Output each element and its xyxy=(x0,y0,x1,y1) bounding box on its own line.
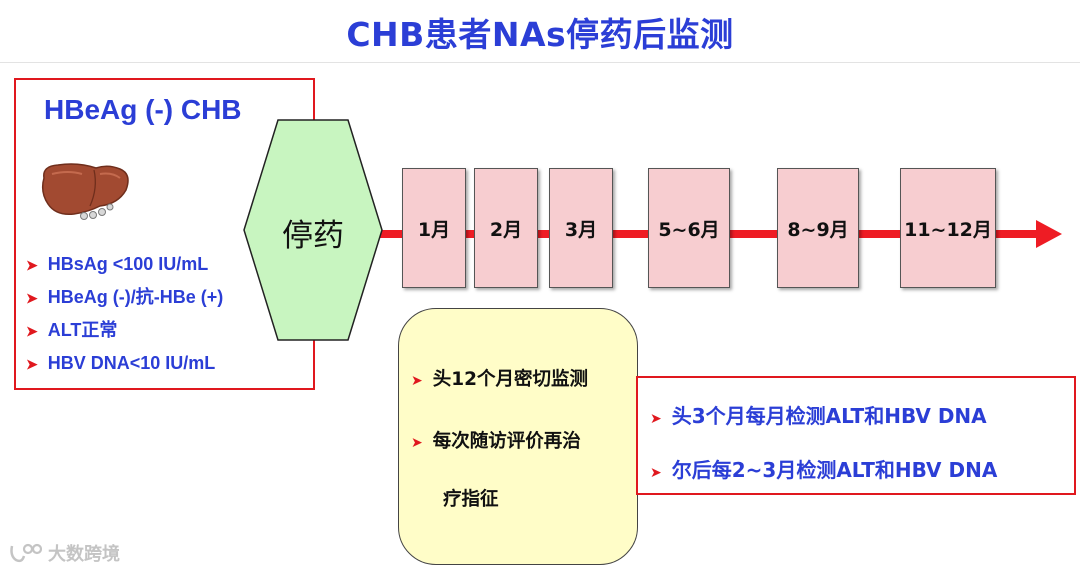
month-box: 8~9月 xyxy=(777,168,859,288)
arrow-bullet-icon: ➤ xyxy=(650,465,662,481)
watermark-logo-icon xyxy=(10,543,42,563)
month-box: 11~12月 xyxy=(900,168,996,288)
criteria-item: ➤ALT正常 xyxy=(26,314,223,347)
criteria-item: ➤HBV DNA<10 IU/mL xyxy=(26,347,223,380)
stop-hexagon xyxy=(243,119,383,341)
page-title: CHB患者NAs停药后监测 xyxy=(346,15,734,54)
watermark-text: 大数跨境 xyxy=(48,544,120,565)
schedule-item: ➤头3个月每月检测ALT和HBV DNA xyxy=(650,404,987,428)
arrow-bullet-icon: ➤ xyxy=(411,373,423,389)
watermark: 大数跨境 xyxy=(8,540,120,566)
month-box: 3月 xyxy=(549,168,613,288)
liver-illustration xyxy=(41,163,129,220)
stop-label: 停药 xyxy=(282,218,344,254)
title-divider xyxy=(0,62,1080,63)
arrow-bullet-icon: ➤ xyxy=(26,290,38,306)
note-item: ➤每次随访评价再治 xyxy=(411,431,581,452)
criteria-item: ➤HBeAg (-)/抗-HBe (+) xyxy=(26,281,223,314)
test-schedule-panel: ➤头3个月每月检测ALT和HBV DNA ➤尔后每2~3月检测ALT和HBV D… xyxy=(636,376,1076,495)
schedule-item: ➤尔后每2~3月检测ALT和HBV DNA xyxy=(650,458,998,482)
arrow-bullet-icon: ➤ xyxy=(26,356,38,372)
arrow-bullet-icon: ➤ xyxy=(650,411,662,427)
criteria-list: ➤HBsAg <100 IU/mL ➤HBeAg (-)/抗-HBe (+) ➤… xyxy=(26,248,223,380)
arrow-bullet-icon: ➤ xyxy=(26,323,38,339)
arrow-bullet-icon: ➤ xyxy=(26,257,38,273)
timeline-arrowhead-icon xyxy=(1036,220,1062,248)
arrow-bullet-icon: ➤ xyxy=(411,435,423,451)
criteria-heading: HBeAg (-) CHB xyxy=(44,94,242,125)
criteria-item: ➤HBsAg <100 IU/mL xyxy=(26,248,223,281)
note-item-continuation: 疗指征 xyxy=(443,489,499,510)
month-box: 5~6月 xyxy=(648,168,730,288)
month-box: 2月 xyxy=(474,168,538,288)
monitoring-note-panel: ➤头12个月密切监测 ➤每次随访评价再治 疗指征 xyxy=(398,308,638,565)
note-item: ➤头12个月密切监测 xyxy=(411,369,588,390)
month-box: 1月 xyxy=(402,168,466,288)
